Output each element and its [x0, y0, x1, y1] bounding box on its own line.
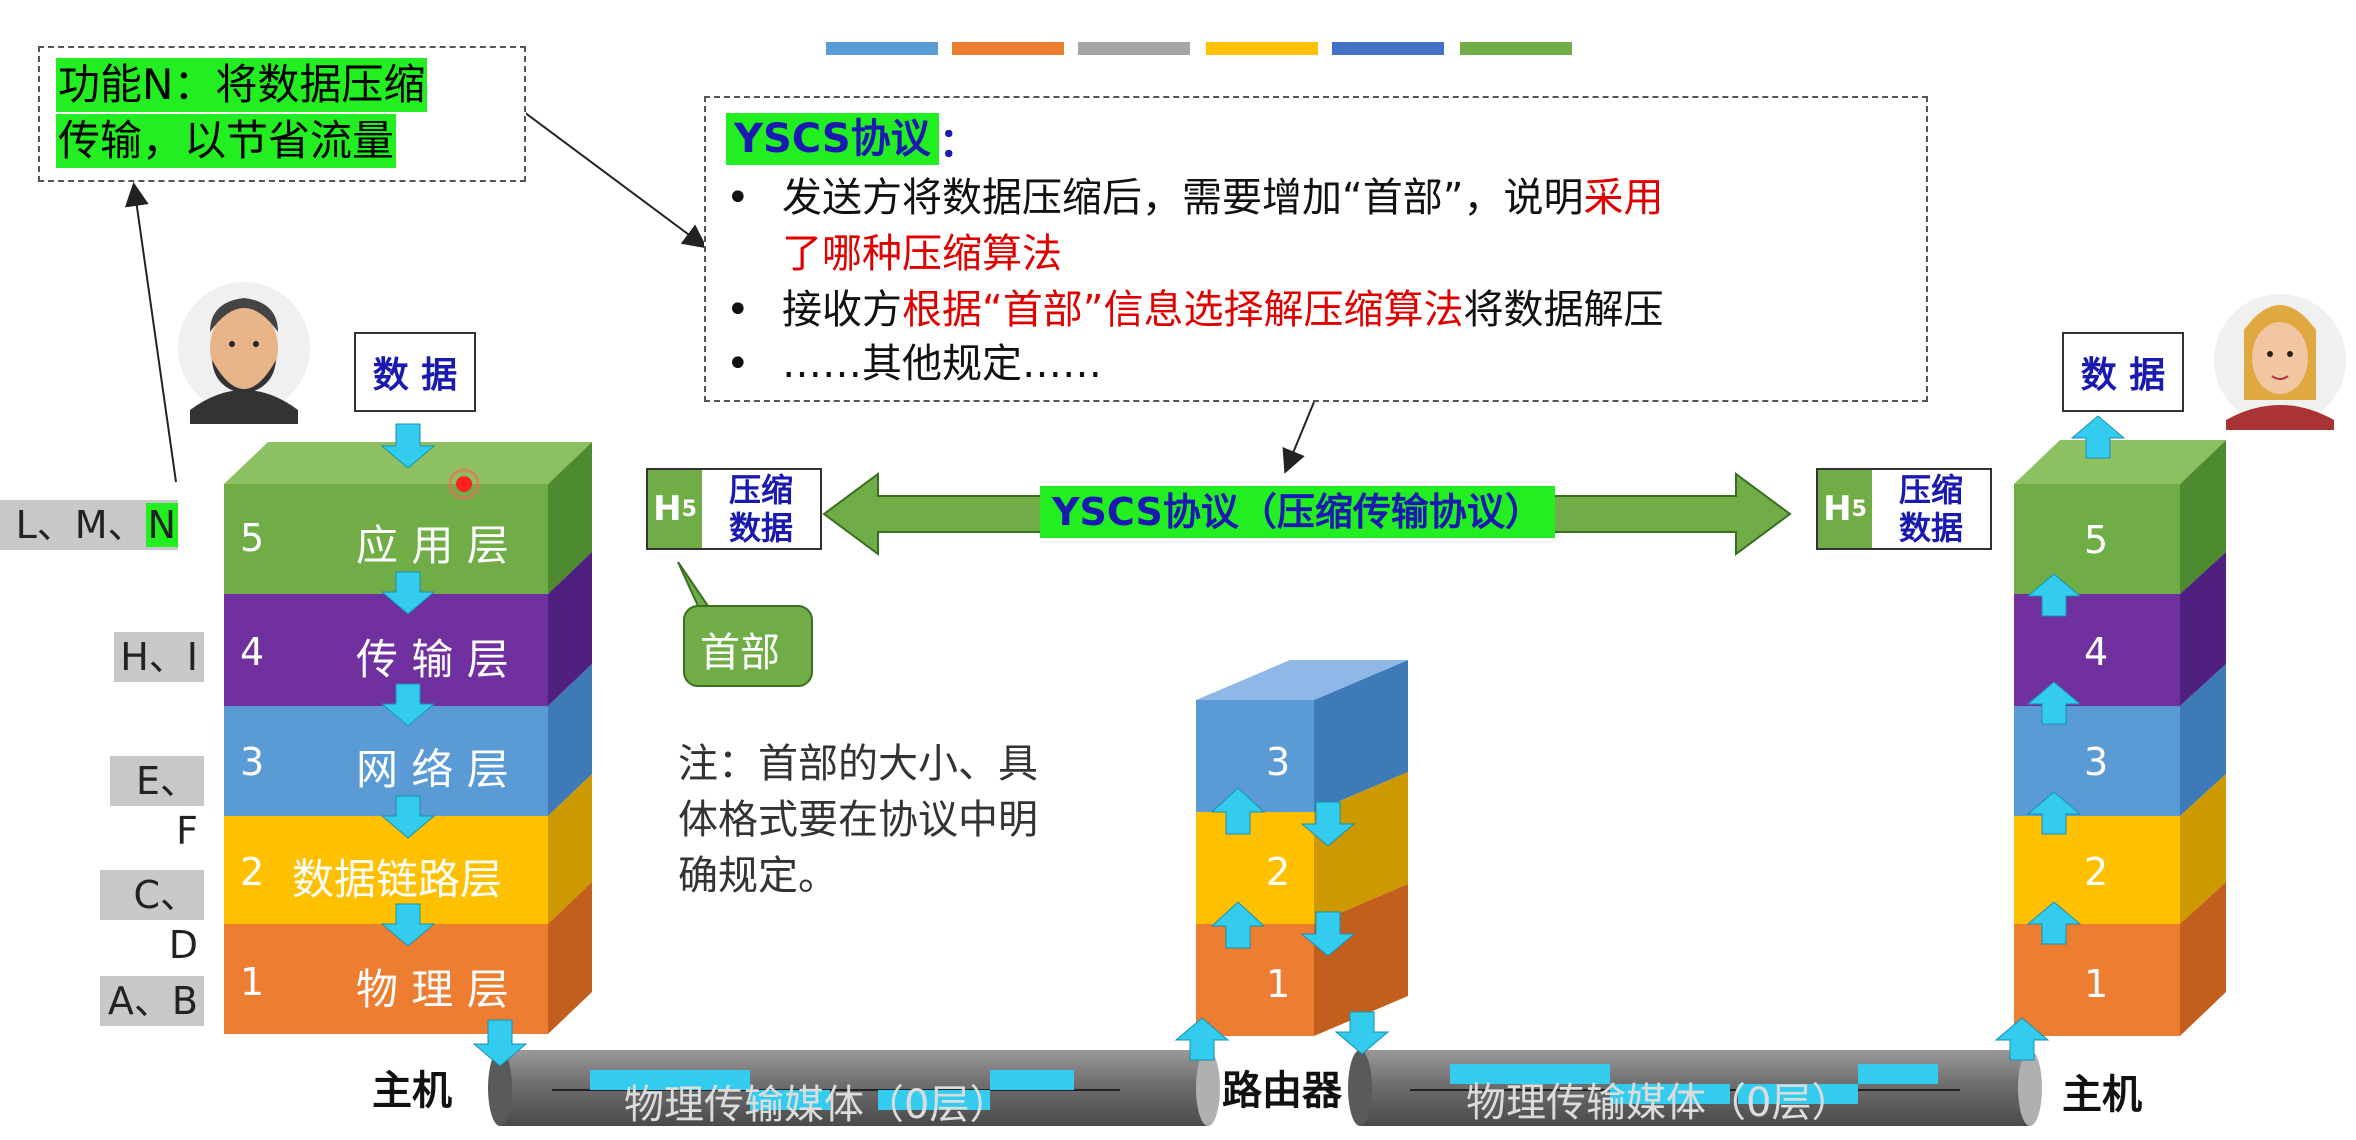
- rule1-text-b: 采用: [1583, 175, 1664, 221]
- medium-left-label: 物理传输媒体（0层）: [624, 1082, 1010, 1122]
- right-layer-1: 1: [2084, 962, 2109, 1006]
- left-host-caption: 主机: [372, 1068, 452, 1114]
- function-note-line2: 传输，以节省流量: [56, 114, 397, 168]
- left-host-stack: [224, 442, 592, 1034]
- layer-5-name: 应 用 层: [356, 521, 509, 570]
- rule3-text: ……其他规定……: [782, 341, 1102, 387]
- rule2-text-a: 接收方: [782, 287, 902, 333]
- connector-line: [124, 182, 177, 483]
- color-bar-2: [952, 42, 1064, 55]
- connector-line: [1282, 401, 1315, 474]
- protocol-rule-3: • ……其他规定……: [726, 336, 1102, 392]
- router-layer-2: 2: [1266, 850, 1291, 894]
- side-label-lmn: L、M、N: [0, 500, 178, 550]
- right-host-caption: 主机: [2062, 1072, 2142, 1118]
- protocol-callout: YSCS协议 ： • 发送方将数据压缩后，需要增加“首部”，说明采用 了哪种压缩算…: [704, 96, 1928, 402]
- side-label-hi: H、I: [114, 632, 204, 682]
- protocol-rule-2: • 接收方根据“首部”信息选择解压缩算法将数据解压: [726, 282, 1906, 338]
- note-text: 注：首部的大小、具 体格式要在协议中明 确规定。: [678, 736, 1038, 904]
- right-layer-2: 2: [2084, 850, 2109, 894]
- note-line1: 注：首部的大小、具: [678, 741, 1038, 787]
- layer-1-number: 1: [240, 960, 265, 1004]
- layer-4-number: 4: [240, 630, 265, 674]
- man-avatar: [178, 282, 310, 424]
- connector-line: [523, 111, 708, 249]
- side-label-lm: L、M、: [15, 503, 146, 547]
- router-layer-1: 1: [1266, 962, 1291, 1006]
- bullet: •: [726, 341, 750, 387]
- color-bar-5: [1332, 42, 1444, 55]
- router-arrows: [1174, 787, 1390, 1061]
- woman-avatar: [2214, 294, 2346, 430]
- left-data-box: 数 据: [354, 332, 476, 412]
- side-label-ab: A、B: [100, 976, 204, 1026]
- layer-3-number: 3: [240, 740, 265, 784]
- down-arrows-left: [380, 423, 528, 1067]
- layer-4-name: 传 输 层: [356, 635, 509, 684]
- router-stack: [1196, 660, 1408, 1036]
- side-label-n: N: [145, 503, 178, 547]
- compressed-data-left: 压缩数据: [728, 471, 793, 547]
- note-line2: 体格式要在协议中明: [678, 797, 1038, 843]
- function-note-callout: 功能N：将数据压缩 传输，以节省流量: [38, 46, 526, 182]
- color-bar-3: [1078, 42, 1190, 55]
- right-host-stack: [2014, 440, 2226, 1036]
- side-label-cd: C、D: [100, 870, 204, 967]
- layer-2-number: 2: [240, 850, 265, 894]
- layer-5-number: 5: [240, 516, 265, 560]
- right-layer-4: 4: [2084, 630, 2109, 674]
- layer-3-name: 网 络 层: [356, 745, 509, 794]
- protocol-title-colon: ：: [938, 120, 979, 166]
- right-data-box: 数 据: [2062, 332, 2184, 412]
- protocol-title: YSCS协议: [726, 113, 939, 165]
- header-bubble-label: 首部: [700, 630, 780, 676]
- right-layer-3: 3: [2084, 740, 2109, 784]
- router-caption: 路由器: [1222, 1068, 1342, 1114]
- header-bubble-shape: [677, 561, 813, 687]
- rule2-text-b: 根据“首部”信息选择解压缩算法: [902, 287, 1464, 333]
- right-layer-5: 5: [2084, 518, 2109, 562]
- note-line3: 确规定。: [678, 853, 838, 899]
- layer-2-name: 数据链路层: [292, 855, 503, 904]
- medium-right-label: 物理传输媒体（0层）: [1466, 1080, 1852, 1120]
- rule2-text-c: 将数据解压: [1463, 287, 1664, 333]
- side-label-ef: E、F: [110, 756, 204, 853]
- physical-medium-right: [1348, 1050, 2042, 1126]
- router-layer-3: 3: [1266, 740, 1291, 784]
- protocol-arrow-label: YSCS协议（压缩传输协议）: [1040, 486, 1555, 538]
- compressed-data-right: 压缩数据: [1898, 471, 1963, 547]
- function-note-line1: 功能N：将数据压缩: [56, 58, 428, 112]
- rule1-text-a: 发送方将数据压缩后，需要增加“首部”，说明: [782, 175, 1584, 221]
- color-bar-1: [826, 42, 938, 55]
- color-bar-4: [1206, 42, 1318, 55]
- color-bar-6: [1460, 42, 1572, 55]
- up-arrows-right: [1994, 415, 2126, 1061]
- bullet: •: [726, 287, 750, 333]
- rule1-text-c: 了哪种压缩算法: [782, 231, 1062, 277]
- protocol-rule-1: • 发送方将数据压缩后，需要增加“首部”，说明采用 了哪种压缩算法: [726, 170, 1906, 282]
- physical-medium-left: [488, 1050, 1220, 1126]
- bullet: •: [726, 175, 750, 221]
- layer-1-name: 物 理 层: [356, 965, 509, 1014]
